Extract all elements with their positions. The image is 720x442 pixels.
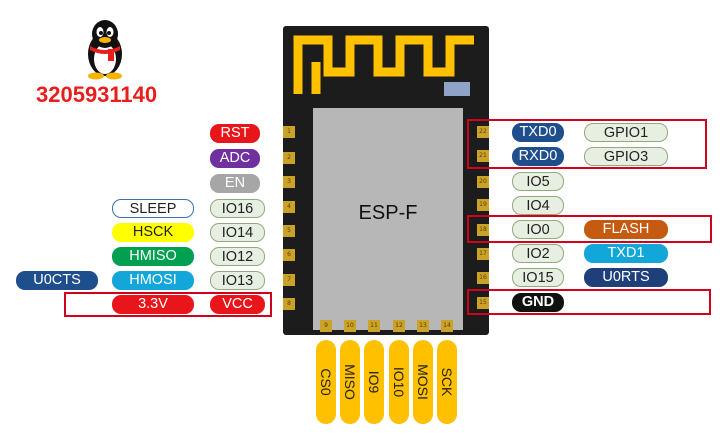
label-gpio1: GPIO1: [584, 123, 668, 142]
pad-5: 5: [283, 225, 295, 237]
label-txd0: TXD0: [512, 123, 564, 142]
label-io15: IO15: [512, 268, 564, 287]
highlight-box-power: [64, 292, 272, 317]
rf-shield: [313, 108, 463, 330]
pad-14: 14: [441, 320, 453, 332]
label-io12: IO12: [210, 247, 265, 266]
label-io0: IO0: [512, 220, 564, 239]
label-hmiso: HMISO: [112, 247, 194, 266]
highlight-box-uart: [467, 119, 707, 169]
pad-1: 1: [283, 126, 295, 138]
label-miso: MISO: [342, 364, 358, 400]
label-u0rts: U0RTS: [584, 268, 668, 287]
highlight-box-flash: [467, 215, 712, 243]
label-rxd0: RXD0: [512, 147, 564, 166]
pcb-antenna: [293, 35, 474, 94]
label-sleep: SLEEP: [112, 199, 194, 218]
label-flash: FLASH: [584, 220, 668, 239]
qq-number: 3205931140: [36, 82, 158, 107]
label-sck: SCK: [439, 367, 455, 397]
pad-12: 12: [393, 320, 405, 332]
bottom-pin-io10: [389, 340, 409, 424]
pad-13: 13: [417, 320, 429, 332]
label-io16: IO16: [210, 199, 265, 218]
highlight-box-gnd: [467, 289, 711, 315]
qq-penguin-logo: [88, 20, 122, 80]
pad-18: 18: [477, 224, 489, 236]
label-io5: IO5: [512, 172, 564, 191]
label-en: EN: [210, 174, 260, 193]
label-txd1: TXD1: [584, 244, 668, 263]
pad-17: 17: [477, 248, 489, 260]
label-io10: IO10: [391, 366, 407, 398]
label-vcc: VCC: [210, 295, 265, 314]
label-adc: ADC: [210, 149, 260, 168]
label-io4: IO4: [512, 196, 564, 215]
bottom-pin-miso: [340, 340, 360, 424]
pad-7: 7: [283, 274, 295, 286]
pad-20: 20: [477, 176, 489, 188]
pad-15: 15: [477, 297, 489, 309]
pad-2: 2: [283, 152, 295, 164]
pad-19: 19: [477, 199, 489, 211]
label-io13: IO13: [210, 271, 265, 290]
label-hmosi: HMOSI: [112, 271, 194, 290]
pad-22: 22: [477, 126, 489, 138]
antenna-feed-pad: [444, 82, 470, 96]
pad-16: 16: [477, 272, 489, 284]
label-3v3: 3.3V: [112, 295, 194, 314]
bottom-pin-io9: [364, 340, 384, 424]
label-cs0: CS0: [318, 368, 334, 396]
pad-8: 8: [283, 298, 295, 310]
chip-label: ESP-F: [358, 202, 418, 224]
label-gnd: GND: [512, 293, 564, 312]
label-io2: IO2: [512, 244, 564, 263]
pad-21: 21: [477, 150, 489, 162]
bottom-pin-mosi: [413, 340, 433, 424]
label-u0cts: U0CTS: [16, 271, 98, 290]
label-mosi: MOSI: [415, 364, 431, 400]
pad-6: 6: [283, 249, 295, 261]
bottom-pin-cs0: [316, 340, 336, 424]
label-io14: IO14: [210, 223, 265, 242]
pad-9: 9: [320, 320, 332, 332]
label-rst: RST: [210, 124, 260, 143]
pad-10: 10: [344, 320, 356, 332]
pad-3: 3: [283, 176, 295, 188]
pad-4: 4: [283, 201, 295, 213]
label-io9: IO9: [366, 370, 382, 394]
bottom-pin-sck: [437, 340, 457, 424]
pad-11: 11: [368, 320, 380, 332]
label-gpio3: GPIO3: [584, 147, 668, 166]
label-hsck: HSCK: [112, 223, 194, 242]
